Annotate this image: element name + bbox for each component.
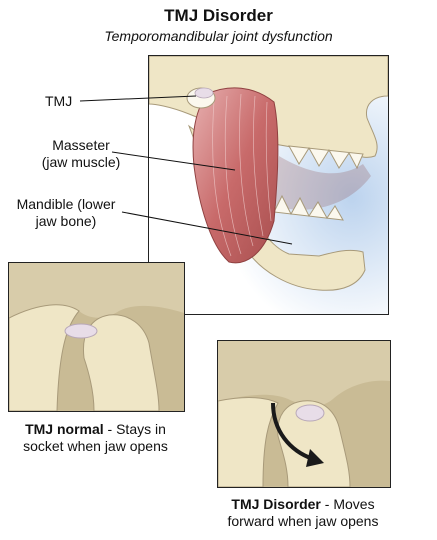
arrow-head <box>306 449 324 467</box>
displaced-disc <box>295 404 325 422</box>
mandible-label-line2: jaw bone) <box>35 213 97 229</box>
tmj-normal-caption: TMJ normal - Stays in socket when jaw op… <box>8 421 183 455</box>
tmj-normal-caption-rest: - Stays in <box>103 421 166 437</box>
movement-arrow <box>271 402 314 461</box>
tmj-disorder-caption-line2: forward when jaw opens <box>227 513 379 529</box>
masseter-label-line1: Masseter <box>52 137 110 153</box>
tmj-normal-caption-line2: socket when jaw opens <box>23 438 168 454</box>
tmj-normal-illustration <box>9 263 184 411</box>
tmj-disorder-caption-rest: - Moves <box>320 496 375 512</box>
tmj-disorder-caption-bold: TMJ Disorder <box>231 496 321 512</box>
masseter-label-line2: (jaw muscle) <box>41 154 121 170</box>
tmj-normal-panel <box>8 262 185 412</box>
tmj-normal-caption-bold: TMJ normal <box>25 421 104 437</box>
mandible-label-line1: Mandible (lower <box>16 196 116 212</box>
mandible-leader-line <box>121 211 293 245</box>
normal-disc <box>64 323 98 339</box>
mandible-label: Mandible (lower jaw bone) <box>6 196 126 230</box>
jaw-illustration <box>149 56 388 314</box>
tmj-disorder-panel <box>217 340 391 488</box>
diagram-title: TMJ Disorder <box>164 6 273 25</box>
tmj-label: TMJ <box>45 93 73 109</box>
tmj-disorder-illustration <box>218 341 390 487</box>
masseter-label: Masseter (jaw muscle) <box>36 137 126 171</box>
diagram-subtitle: Temporomandibular joint dysfunction <box>104 28 333 44</box>
tmj-disorder-caption: TMJ Disorder - Moves forward when jaw op… <box>205 496 401 530</box>
tmj-leader-line <box>79 95 197 102</box>
masseter-leader-line <box>111 151 236 171</box>
jaw-illustration-panel <box>148 55 389 315</box>
